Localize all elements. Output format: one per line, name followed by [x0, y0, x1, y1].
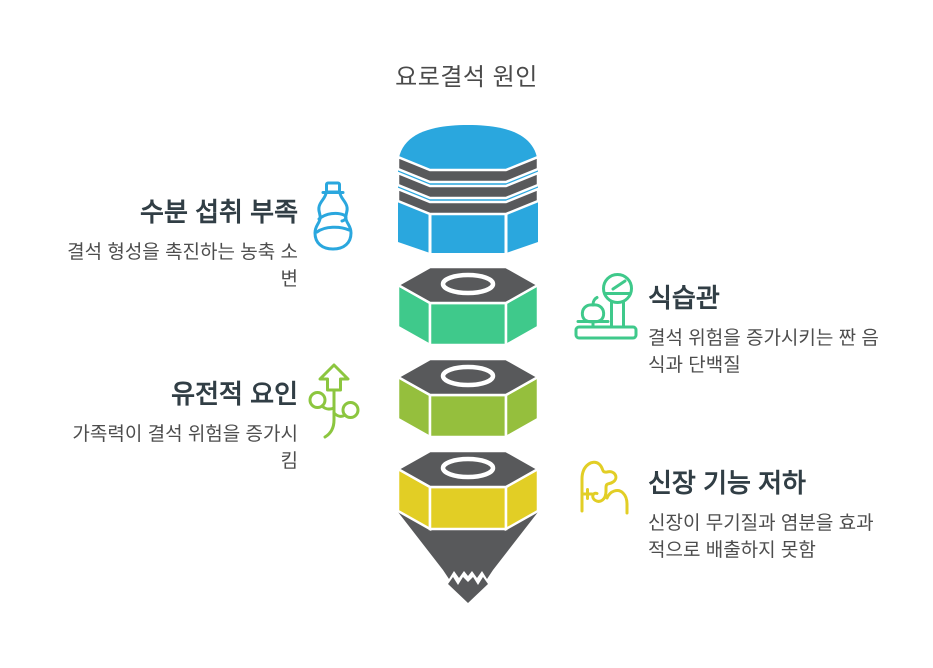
- cause-item-kidney-function: 신장 기능 저하 신장이 무기질과 염분을 효과 적으로 배출하지 못함: [648, 468, 914, 565]
- genetics-plant-icon: [308, 363, 360, 439]
- funnel-layer-kidney: [398, 451, 538, 603]
- cause-description: 가족력이 결석 위험을 증가시 킴: [72, 423, 298, 472]
- kidney-icon: [580, 460, 629, 515]
- cause-item-genetic-factors: 유전적 요인 가족력이 결석 위험을 증가시 킴: [40, 379, 298, 476]
- funnel-cone-tip: [448, 577, 488, 603]
- gray-band-1: [398, 155, 538, 184]
- gray-band-2: [398, 171, 538, 200]
- cause-description: 신장이 무기질과 염분을 효과 적으로 배출하지 못함: [648, 512, 874, 561]
- nut-top-face: [398, 451, 538, 489]
- face-separators: [428, 214, 508, 253]
- gray-band-3: [398, 187, 538, 216]
- cause-heading: 신장 기능 저하: [648, 468, 806, 498]
- nut-top-face: [398, 267, 538, 305]
- cause-description: 결석 위험을 증가시키는 짠 음 식과 단백질: [648, 327, 879, 376]
- nut-top-face: [398, 359, 538, 397]
- nut-hole: [440, 272, 496, 296]
- cause-heading: 수분 섭취 부족: [140, 197, 298, 227]
- water-bottle-icon: [313, 181, 353, 251]
- cause-item-water-intake: 수분 섭취 부족 결석 형성을 촉진하는 농축 소 변: [40, 197, 298, 294]
- food-scale-icon: [574, 273, 638, 340]
- cause-heading: 유전적 요인: [171, 379, 298, 409]
- page-title: 요로결석 원인: [395, 64, 538, 91]
- nut-hole: [440, 364, 496, 388]
- cause-item-dietary-habits: 식습관 결석 위험을 증가시키는 짠 음 식과 단백질: [648, 283, 914, 380]
- nut-hole: [440, 456, 496, 480]
- cause-heading: 식습관: [648, 283, 720, 313]
- funnel-layer-diet: [398, 267, 538, 348]
- funnel-layer-genetics: [398, 359, 538, 440]
- cause-description: 결석 형성을 촉진하는 농축 소 변: [67, 241, 298, 290]
- funnel-layer-water: [398, 125, 538, 253]
